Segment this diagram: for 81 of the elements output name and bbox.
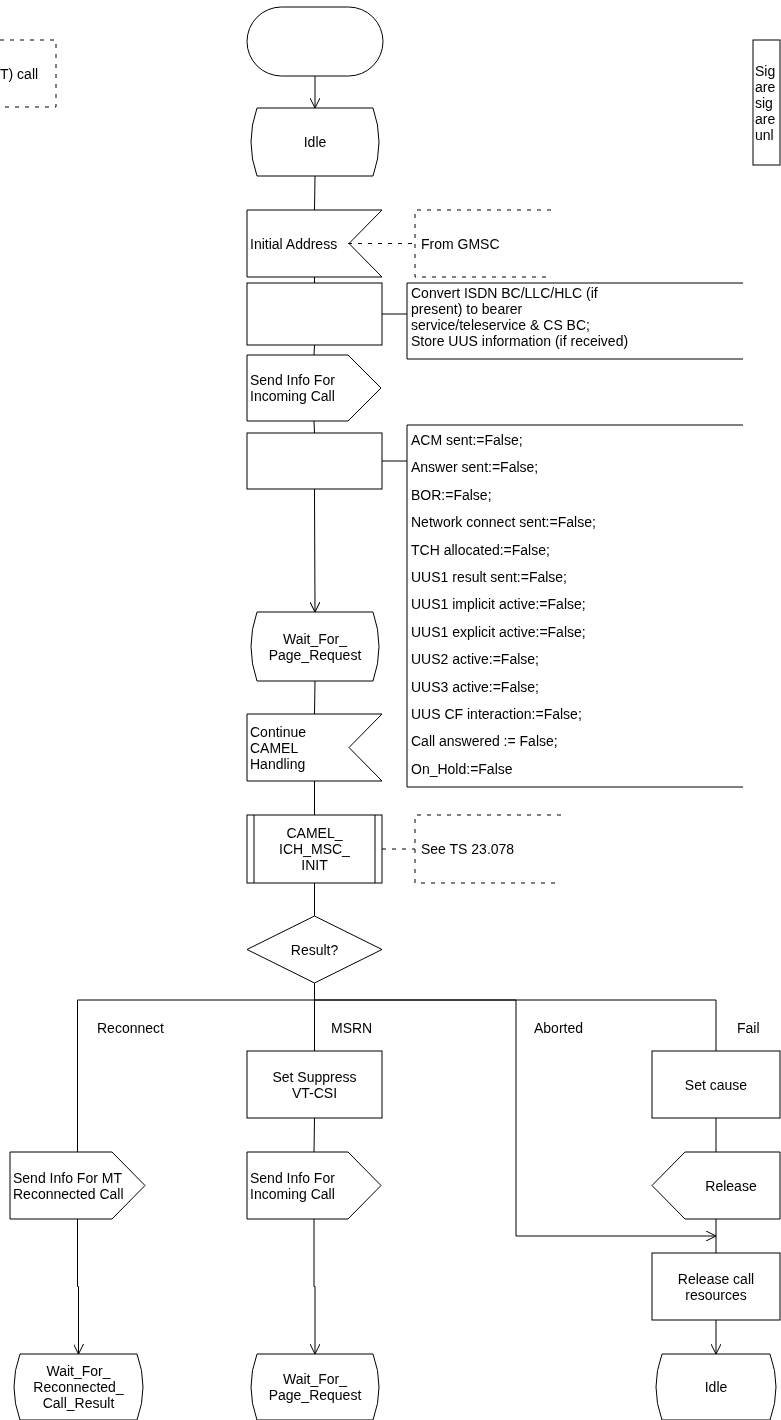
output-signal — [247, 1152, 381, 1219]
task-box — [652, 1253, 780, 1320]
node-text: T) call — [0, 65, 39, 82]
comment-bracket — [415, 210, 551, 277]
node-text: TCH allocated:=False; — [411, 540, 550, 560]
task-box — [652, 1051, 780, 1118]
task-box — [247, 283, 382, 345]
node-text: Result? — [290, 941, 339, 958]
state-symbol — [247, 108, 383, 176]
connector — [314, 175, 316, 211]
node-text: CAMEL_ ICH_MSC_ INIT — [278, 825, 351, 873]
node-text: See TS 23.078 — [421, 841, 515, 857]
node-text: Convert ISDN BC/LLC/HLC (if present) to bearer service/teleservice & CS BC; — [411, 285, 599, 333]
task-box — [247, 433, 382, 489]
node-text: UUS1 implicit active:=False; — [411, 595, 586, 615]
node-text: Sig are sig are unl — [755, 62, 775, 143]
output-signal — [247, 355, 381, 421]
connector — [309, 1218, 321, 1355]
connector — [313, 1117, 315, 1153]
state-symbol — [247, 1354, 383, 1420]
edge-label: Fail — [735, 1020, 762, 1036]
node-text: Wait_For_ Page_Request — [267, 1371, 363, 1403]
node-text: From GMSC — [421, 235, 500, 252]
connector — [309, 488, 321, 613]
output-signal — [10, 1152, 145, 1219]
dashed-connector — [381, 848, 416, 850]
comment-bracket — [407, 283, 743, 359]
node-text: Set Suppress VT-CSI — [271, 1068, 358, 1101]
start-terminator — [247, 7, 383, 76]
node-text: Idle — [704, 1379, 728, 1395]
node-text: UUS3 active:=False; — [411, 677, 539, 697]
node-text: ACM sent:=False; — [411, 431, 523, 450]
node-text: Wait_For_ Page_Request — [267, 630, 363, 663]
node-text: Send Info For Incoming Call — [250, 372, 336, 404]
connector — [314, 276, 315, 284]
input-signal — [247, 210, 382, 277]
connector — [73, 1218, 84, 1355]
connector — [715, 1117, 717, 1153]
connector — [313, 420, 315, 434]
connector — [309, 75, 321, 109]
edge-label: Reconnect — [95, 1020, 166, 1036]
node-text: BOR:=False; — [411, 485, 492, 505]
node-text: Release call resources — [676, 1270, 756, 1303]
connector — [314, 780, 315, 816]
node-text: Call answered := False; — [411, 732, 558, 752]
node-text: Release — [705, 1177, 757, 1194]
node-text: Network connect sent:=False; — [411, 513, 596, 533]
node-text: Set cause — [684, 1076, 748, 1093]
state-symbol — [247, 612, 383, 681]
node-text: Send Info For Incoming Call — [250, 1169, 336, 1202]
comment-bracket — [407, 425, 743, 787]
connector — [381, 460, 408, 462]
node-text: Send Info For MT Reconnected Call — [13, 1169, 125, 1202]
node-text: Initial Address — [250, 235, 338, 252]
node-text: Store UUS information (if received) — [411, 333, 629, 349]
node-text: On_Hold:=False — [411, 759, 513, 779]
connector — [381, 313, 408, 315]
state-symbol — [10, 1354, 147, 1420]
output-signal — [652, 1152, 780, 1219]
node-text: UUS1 result sent:=False; — [411, 568, 567, 588]
comment-bracket — [0, 40, 56, 107]
node-text: Wait_For_ Reconnected_ Call_Result — [32, 1363, 125, 1411]
connector — [314, 680, 316, 715]
connector — [715, 1218, 717, 1254]
node-text: Answer sent:=False; — [411, 458, 539, 478]
connector — [313, 344, 315, 356]
note-box — [753, 40, 780, 165]
state-symbol — [652, 1354, 780, 1420]
node-text: UUS1 explicit active:=False; — [411, 622, 586, 642]
task-box — [247, 1051, 382, 1118]
input-signal — [247, 714, 382, 781]
node-text: Idle — [303, 134, 327, 150]
node-text: UUS2 active:=False; — [411, 650, 539, 670]
edge-label: Aborted — [532, 1020, 586, 1036]
connector — [314, 882, 315, 917]
node-text: UUS CF interaction:=False; — [411, 705, 582, 725]
procedure-box — [247, 815, 382, 883]
comment-bracket — [415, 815, 561, 883]
connector — [710, 1319, 722, 1355]
decision-diamond — [247, 916, 382, 983]
node-text: Continue CAMEL Handling — [250, 723, 308, 772]
